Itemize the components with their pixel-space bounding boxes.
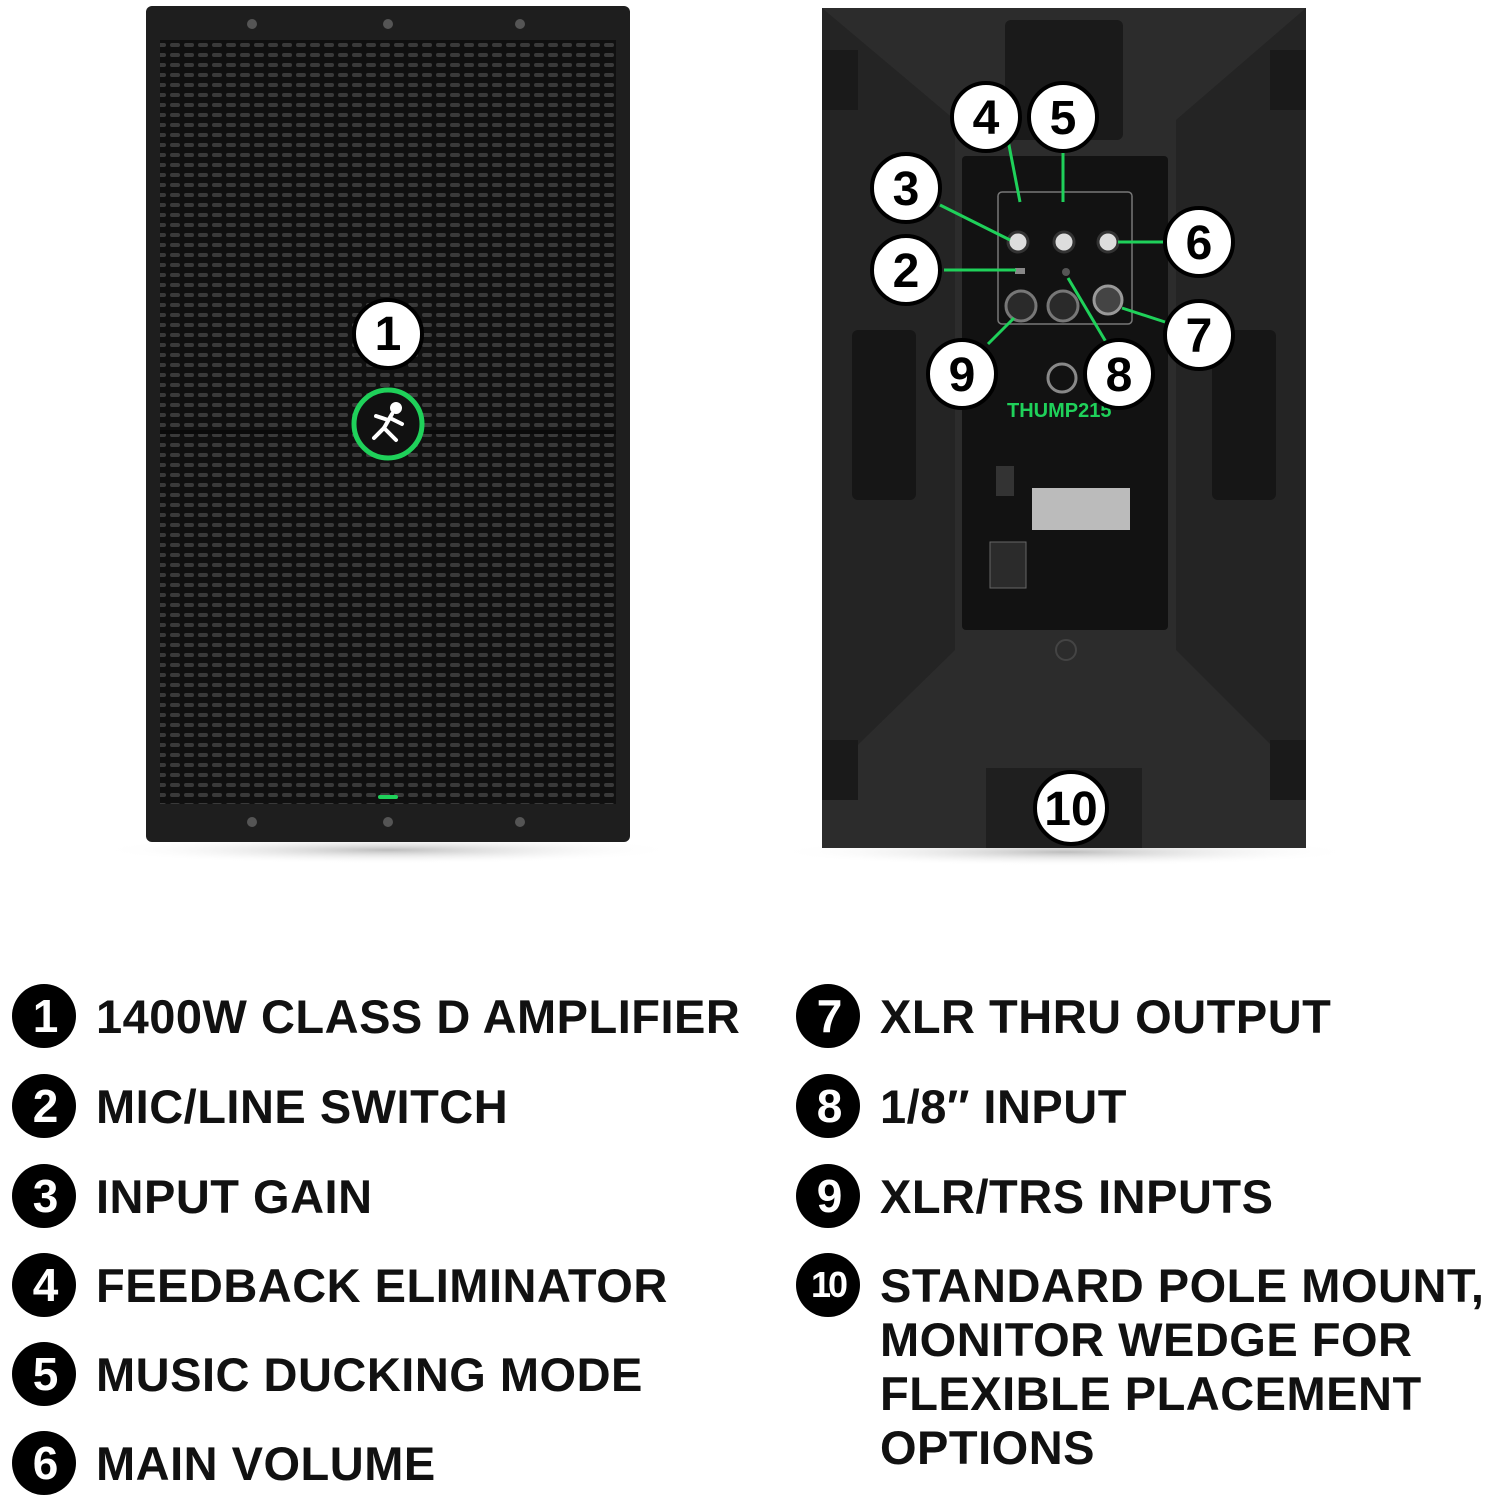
screw <box>515 19 525 29</box>
leader-line-4 <box>1006 139 1022 203</box>
callout-5: 5 <box>1027 81 1099 153</box>
legend-label: 1400W CLASS D AMPLIFIER <box>96 990 741 1043</box>
callout-number: 6 <box>1186 217 1213 270</box>
legend-label: XLR/TRS INPUTS <box>880 1170 1274 1223</box>
callout-number: 1 <box>375 308 402 361</box>
legend-number-badge: 6 <box>12 1431 76 1495</box>
legend-label: INPUT GAIN <box>96 1170 373 1223</box>
legend-item-8: 8 1/8″ INPUT <box>796 1074 1496 1138</box>
callout-number: 3 <box>893 163 920 216</box>
power-led <box>378 795 398 799</box>
legend-label: STANDARD POLE MOUNT, MONITOR WEDGE FOR F… <box>880 1259 1485 1474</box>
legend-number-badge: 10 <box>796 1253 860 1317</box>
legend-number-badge: 1 <box>12 984 76 1048</box>
callout-number: 4 <box>973 92 1000 145</box>
rear-logo-icon <box>1046 362 1078 394</box>
callout-8: 8 <box>1083 338 1155 410</box>
legend-number-badge: 7 <box>796 984 860 1048</box>
corner-foot <box>822 740 858 800</box>
front-shadow <box>98 836 678 864</box>
callout-1: 1 <box>352 298 424 370</box>
xlr-thru-jack <box>1092 284 1124 316</box>
callout-9: 9 <box>926 338 998 410</box>
eighth-inch-jack <box>1062 268 1070 276</box>
callout-number: 8 <box>1106 349 1133 402</box>
corner-foot <box>1270 740 1306 800</box>
corner-foot <box>1270 50 1306 110</box>
callout-2: 2 <box>870 234 942 306</box>
leader-line-3 <box>939 203 1011 242</box>
ch1-combo-jack <box>1004 289 1038 323</box>
legend-item-1: 1 1400W CLASS D AMPLIFIER <box>12 984 772 1048</box>
callout-10: 10 <box>1033 770 1109 846</box>
screw <box>383 817 393 827</box>
ch2-combo-jack <box>1046 289 1080 323</box>
ch2-gain-knob <box>1052 230 1076 254</box>
legend-number-badge: 2 <box>12 1074 76 1138</box>
callout-3: 3 <box>870 152 942 224</box>
screw <box>383 19 393 29</box>
legend-label: XLR THRU OUTPUT <box>880 990 1332 1043</box>
screw <box>247 817 257 827</box>
callout-number: 5 <box>1050 92 1077 145</box>
legend-number-badge: 4 <box>12 1253 76 1317</box>
legend-label: 1/8″ INPUT <box>880 1080 1127 1133</box>
warning-label <box>1032 488 1130 530</box>
ch1-gain-knob <box>1006 230 1030 254</box>
callout-number: 7 <box>1186 310 1213 363</box>
corner-foot <box>822 50 858 110</box>
callout-number: 2 <box>893 245 920 298</box>
legend-item-6: 6 MAIN VOLUME <box>12 1431 772 1495</box>
legend-label: MUSIC DUCKING MODE <box>96 1348 643 1401</box>
leader-line-8 <box>1066 277 1108 343</box>
legend-number-badge: 3 <box>12 1164 76 1228</box>
leader-lines <box>939 139 1166 346</box>
legend-item-7: 7 XLR THRU OUTPUT <box>796 984 1496 1048</box>
legend-label: MIC/LINE SWITCH <box>96 1080 509 1133</box>
screw <box>515 817 525 827</box>
legend-item-9: 9 XLR/TRS INPUTS <box>796 1164 1496 1228</box>
side-handle-left <box>852 330 916 500</box>
legend-number-badge: 9 <box>796 1164 860 1228</box>
legend-number-badge: 8 <box>796 1074 860 1138</box>
side-handle-right <box>1212 330 1276 500</box>
leader-line-7 <box>1121 306 1166 324</box>
mic-line-switch <box>1015 268 1025 274</box>
power-switch <box>996 466 1014 496</box>
callout-number: 10 <box>1044 783 1097 836</box>
callout-7: 7 <box>1163 299 1235 371</box>
legend-number-badge: 5 <box>12 1342 76 1406</box>
model-label: THUMP215 <box>1007 400 1111 422</box>
screw <box>247 19 257 29</box>
front-speaker <box>98 6 678 864</box>
product-illustration: THUMP215 1 2 3 4 5 <box>98 6 1355 866</box>
legend-label: MAIN VOLUME <box>96 1437 436 1490</box>
legend-item-10: 10 STANDARD POLE MOUNT, MONITOR WEDGE FO… <box>796 1253 1496 1475</box>
speaker-diagram: THUMP215 1 2 3 4 5 <box>98 6 1355 866</box>
running-man-logo-icon <box>372 402 404 442</box>
callout-4: 4 <box>950 81 1022 153</box>
legend-item-4: 4 FEEDBACK ELIMINATOR <box>12 1253 772 1317</box>
leader-line-9 <box>986 316 1016 346</box>
legend-item-2: 2 MIC/LINE SWITCH <box>12 1074 772 1138</box>
callout-6: 6 <box>1163 206 1235 278</box>
legend-item-5: 5 MUSIC DUCKING MODE <box>12 1342 772 1406</box>
control-section-outline <box>997 191 1133 325</box>
legend-label: FEEDBACK ELIMINATOR <box>96 1259 668 1312</box>
callout-number: 9 <box>949 349 976 402</box>
legend-item-3: 3 INPUT GAIN <box>12 1164 772 1228</box>
hex-plug <box>1055 639 1077 661</box>
power-inlet <box>989 541 1027 589</box>
